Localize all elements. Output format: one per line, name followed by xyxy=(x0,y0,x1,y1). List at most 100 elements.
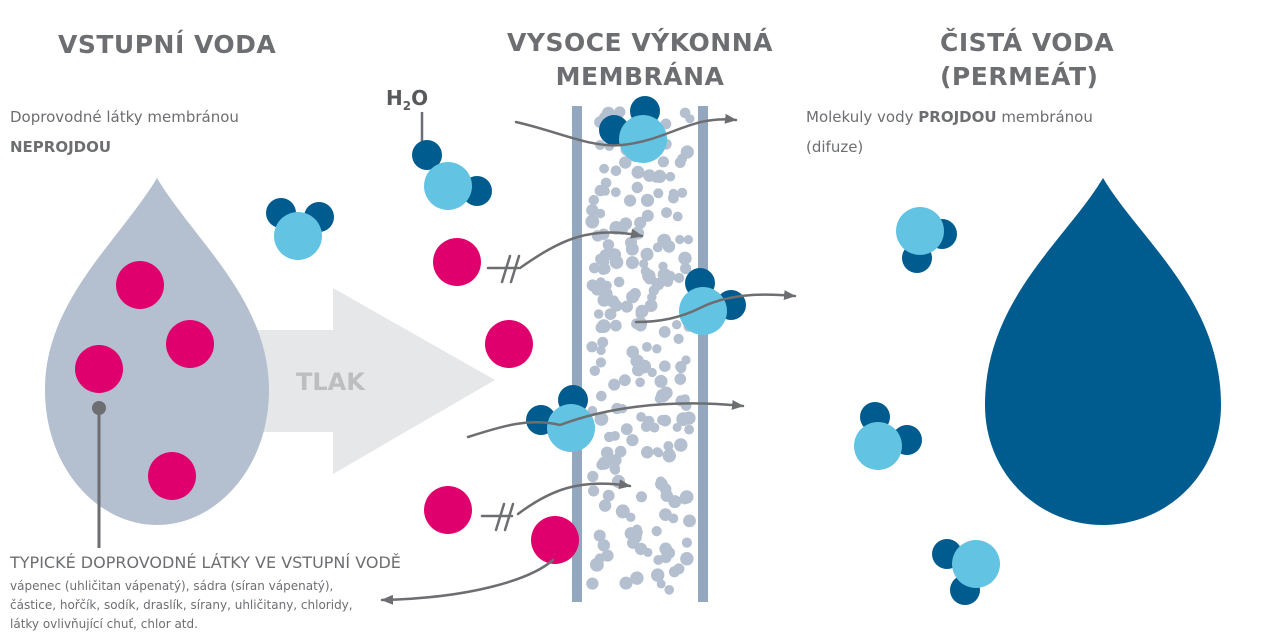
pore-dot xyxy=(596,459,607,470)
pore-dot xyxy=(608,378,621,391)
pore-dot xyxy=(596,345,606,356)
membrane-pores xyxy=(585,106,696,595)
pore-dot xyxy=(609,454,622,467)
pore-dot xyxy=(614,445,627,458)
right-note: Molekuly vody PROJDOU membránou (difuze) xyxy=(806,102,1093,162)
water-molecule xyxy=(932,539,1000,605)
pore-dot xyxy=(652,447,662,457)
membrane-wall-left xyxy=(572,106,582,602)
pore-dot xyxy=(619,374,631,387)
pore-dot xyxy=(658,326,671,338)
pore-dot xyxy=(635,377,645,388)
pore-dot xyxy=(651,526,662,537)
feed-water-drop xyxy=(45,178,269,525)
pore-dot xyxy=(599,163,609,174)
pore-dot xyxy=(654,374,668,388)
pressure-label: TLAK xyxy=(296,368,365,396)
blocked-arrow-lower xyxy=(516,479,632,516)
pore-dot xyxy=(602,489,615,502)
legend-items: vápenec (uhličitan vápenatý), sádra (sír… xyxy=(10,577,401,634)
membrane-wall-right xyxy=(698,106,708,602)
pore-dot xyxy=(668,566,680,578)
pore-dot xyxy=(624,194,637,207)
pore-dot xyxy=(599,249,612,262)
pore-dot xyxy=(642,247,653,258)
blocked-mark-upper xyxy=(486,254,521,284)
impurities-in-feed xyxy=(75,261,214,500)
pressure-arrow xyxy=(255,288,495,474)
pore-dot xyxy=(627,537,639,549)
pore-dot xyxy=(655,477,668,491)
pore-dot xyxy=(683,514,696,528)
pore-dot xyxy=(659,386,673,400)
pore-dot xyxy=(598,228,610,240)
pore-dot xyxy=(631,165,645,179)
pore-dot xyxy=(597,539,610,552)
pore-dot xyxy=(632,364,645,377)
water-molecule xyxy=(896,207,957,273)
membrane-heading-line1: VYSOCE VÝKONNÁ xyxy=(507,28,773,57)
pore-dot xyxy=(653,188,664,199)
pore-dot xyxy=(619,156,632,169)
pore-dot xyxy=(681,537,693,548)
pore-dot xyxy=(604,308,617,320)
pore-dot xyxy=(653,169,667,183)
pore-dot xyxy=(619,576,633,590)
oxygen-atom xyxy=(854,422,902,470)
pore-dot xyxy=(659,542,672,556)
pore-dot xyxy=(672,422,682,432)
pore-dot xyxy=(673,333,684,344)
water-molecule xyxy=(266,198,334,260)
pore-dot xyxy=(594,184,606,197)
oxygen-atom xyxy=(547,404,595,452)
oxygen-atom xyxy=(896,207,944,255)
water-arrow-lower xyxy=(466,399,745,439)
right-note-line1: Molekuly vody PROJDOU membránou xyxy=(806,108,1093,126)
water-arrow-middle xyxy=(634,290,797,324)
pore-dot xyxy=(641,446,654,459)
impurity-particle xyxy=(166,320,214,368)
pore-dot xyxy=(679,490,694,504)
legend-pointer xyxy=(92,401,106,548)
pore-dot xyxy=(636,412,646,422)
pore-dot xyxy=(660,489,673,502)
pore-dot xyxy=(600,177,612,189)
pore-dot xyxy=(657,414,668,426)
water-arrow-top xyxy=(514,113,738,147)
pore-dot xyxy=(625,236,637,249)
impurity-particle xyxy=(116,261,164,309)
pore-dot xyxy=(636,491,647,503)
pore-dot xyxy=(672,211,683,222)
pore-dot xyxy=(680,394,690,404)
pore-dot xyxy=(640,193,655,207)
membrane-heading: VYSOCE VÝKONNÁ MEMBRÁNA xyxy=(500,26,780,94)
hydrogen-atom xyxy=(412,140,442,170)
pore-dot xyxy=(594,412,609,426)
pore-dot xyxy=(674,272,685,284)
pore-dot xyxy=(601,549,614,562)
right-note-line2: (difuze) xyxy=(806,138,864,156)
pore-dot xyxy=(681,355,691,365)
pore-dot xyxy=(679,107,691,119)
pore-dot xyxy=(664,585,674,595)
membrane xyxy=(572,106,708,602)
pore-dot xyxy=(586,204,599,217)
pore-dot xyxy=(641,209,654,222)
pore-dot xyxy=(659,508,672,521)
water-molecule xyxy=(854,402,922,470)
pore-dot xyxy=(589,365,600,376)
pore-dot xyxy=(586,341,598,353)
pore-dot xyxy=(672,320,682,330)
left-note-line2: NEPROJDOU xyxy=(10,138,112,156)
oxygen-atom xyxy=(952,540,1000,588)
pore-dot xyxy=(678,251,692,265)
impurity-particle xyxy=(148,452,196,500)
pore-dot xyxy=(587,470,599,483)
pore-dot xyxy=(680,263,692,275)
pore-dot xyxy=(595,322,607,334)
legend-item: částice, hořčík, sodík, draslík, sírany,… xyxy=(10,598,353,612)
h2o-label: H2O xyxy=(386,86,429,113)
oxygen-atom xyxy=(424,162,472,210)
legend-item: vápenec (uhličitan vápenatý), sádra (sír… xyxy=(10,579,334,593)
pore-dot xyxy=(662,240,676,253)
